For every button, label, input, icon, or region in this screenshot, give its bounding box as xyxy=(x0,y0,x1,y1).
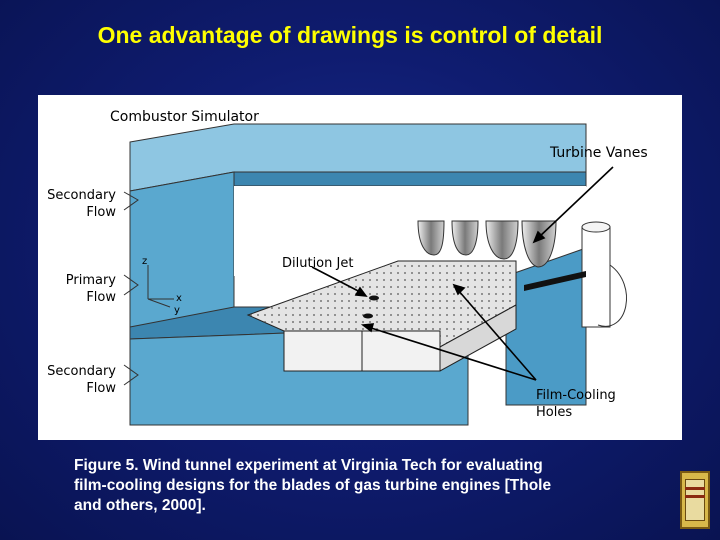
perforation-dots xyxy=(248,261,516,347)
cylinder-top xyxy=(581,221,611,233)
secondary-flow-top-line1: Secondary xyxy=(47,188,116,203)
secondary-flow-top-label: Secondary Flow xyxy=(30,187,116,221)
secondary-flow-bottom-pointer xyxy=(123,364,139,386)
caption-line-3: and others, 2000]. xyxy=(74,497,206,514)
film-cooling-line2: Holes xyxy=(536,405,573,420)
turbine-vane-2 xyxy=(451,220,479,256)
primary-flow-pointer xyxy=(123,274,139,296)
wind-tunnel-diagram xyxy=(123,123,627,426)
primary-flow-line1: Primary xyxy=(65,273,116,288)
caption-line-2: film-cooling designs for the blades of g… xyxy=(74,477,552,494)
secondary-flow-bottom-line2: Flow xyxy=(86,381,116,396)
slide-title: One advantage of drawings is control of … xyxy=(97,22,603,48)
secondary-flow-top-line2: Flow xyxy=(86,205,116,220)
secondary-flow-top-pointer xyxy=(123,191,139,211)
primary-flow-line2: Flow xyxy=(86,290,116,305)
duct-front-top xyxy=(233,171,587,187)
cylinder-curve xyxy=(597,264,627,327)
dilution-jet-label: Dilution Jet xyxy=(282,256,354,271)
combustor-simulator-label: Combustor Simulator xyxy=(110,109,259,125)
axis-z-label: z xyxy=(142,256,148,267)
turbine-vane-4 xyxy=(521,220,557,268)
primary-flow-label: Primary Flow xyxy=(30,272,116,306)
turbine-vanes-label: Turbine Vanes xyxy=(550,145,648,161)
wind-tunnel-figure: Combustor Simulator Turbine Vanes Second… xyxy=(38,95,682,440)
annotation-arrows xyxy=(311,166,614,381)
outer-vane-cylinder xyxy=(581,226,611,328)
film-cooling-line1: Film-Cooling xyxy=(536,388,616,403)
figure-caption: Figure 5. Wind tunnel experiment at Virg… xyxy=(74,456,634,516)
turbine-vane-1 xyxy=(417,220,445,256)
axis-y-label: y xyxy=(174,305,180,316)
secondary-flow-bottom-label: Secondary Flow xyxy=(30,363,116,397)
probe-rod xyxy=(524,271,586,291)
dilution-jet-hole-2 xyxy=(363,313,373,319)
film-cooling-holes-label: Film-Cooling Holes xyxy=(536,387,616,421)
axis-x-label: x xyxy=(176,293,182,304)
caption-line-1: Figure 5. Wind tunnel experiment at Virg… xyxy=(74,457,543,474)
book-cover-icon xyxy=(680,471,710,529)
dilution-jet-hole-1 xyxy=(369,295,379,301)
turbine-vane-3 xyxy=(485,220,519,260)
secondary-flow-bottom-line1: Secondary xyxy=(47,364,116,379)
duct-right-wall xyxy=(505,247,587,406)
coordinate-axes xyxy=(147,265,174,308)
